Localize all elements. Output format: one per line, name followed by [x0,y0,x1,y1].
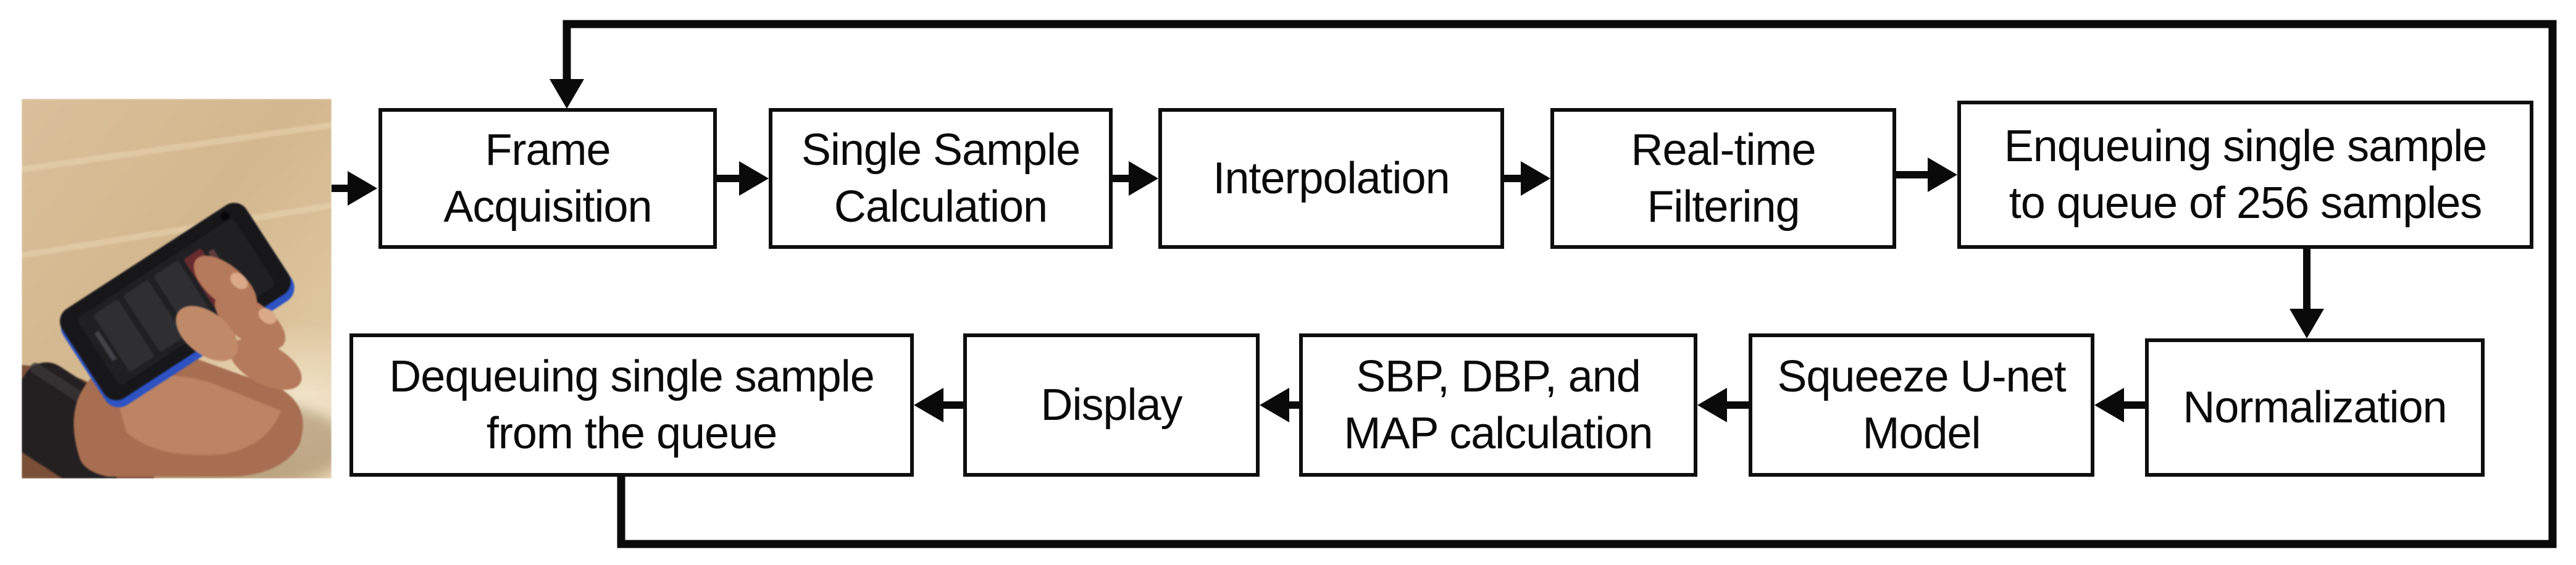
node-frame-acquisition: Frame Acquisition [378,108,717,249]
node-realtime-filtering: Real-time Filtering [1550,108,1896,249]
node-dequeuing: Dequeuing single sample from the queue [349,333,914,477]
node-enqueuing: Enqueuing single sample to queue of 256 … [1957,101,2533,249]
node-sbp-dbp-map-calculation: SBP, DBP, and MAP calculation [1299,333,1697,477]
node-normalization: Normalization [2145,338,2485,477]
node-interpolation: Interpolation [1158,108,1504,249]
arrow-single-to-interpolation [1113,161,1158,196]
fingernail [230,272,248,290]
arrow-enqueuing-to-normalization [2290,249,2324,338]
fingers [175,255,302,390]
node-display: Display [963,333,1260,477]
arrow-filtering-to-enqueuing [1896,157,1957,192]
arrow-photo-to-frame [332,171,377,206]
hand-holding-phone-photo [22,99,332,479]
node-single-sample-calculation: Single Sample Calculation [769,108,1113,249]
arrow-normalization-to-squeeze [2094,388,2145,422]
smartphone [59,203,295,408]
arrow-display-to-dequeuing [914,388,963,422]
arrow-squeeze-to-sbp [1697,388,1749,422]
arrow-interpolation-to-filtering [1504,161,1550,196]
camera-notch [220,212,230,221]
node-squeeze-unet-model: Squeeze U-net Model [1749,333,2094,477]
arrow-sbp-to-display [1260,388,1299,422]
arrow-frame-to-single [717,161,769,196]
